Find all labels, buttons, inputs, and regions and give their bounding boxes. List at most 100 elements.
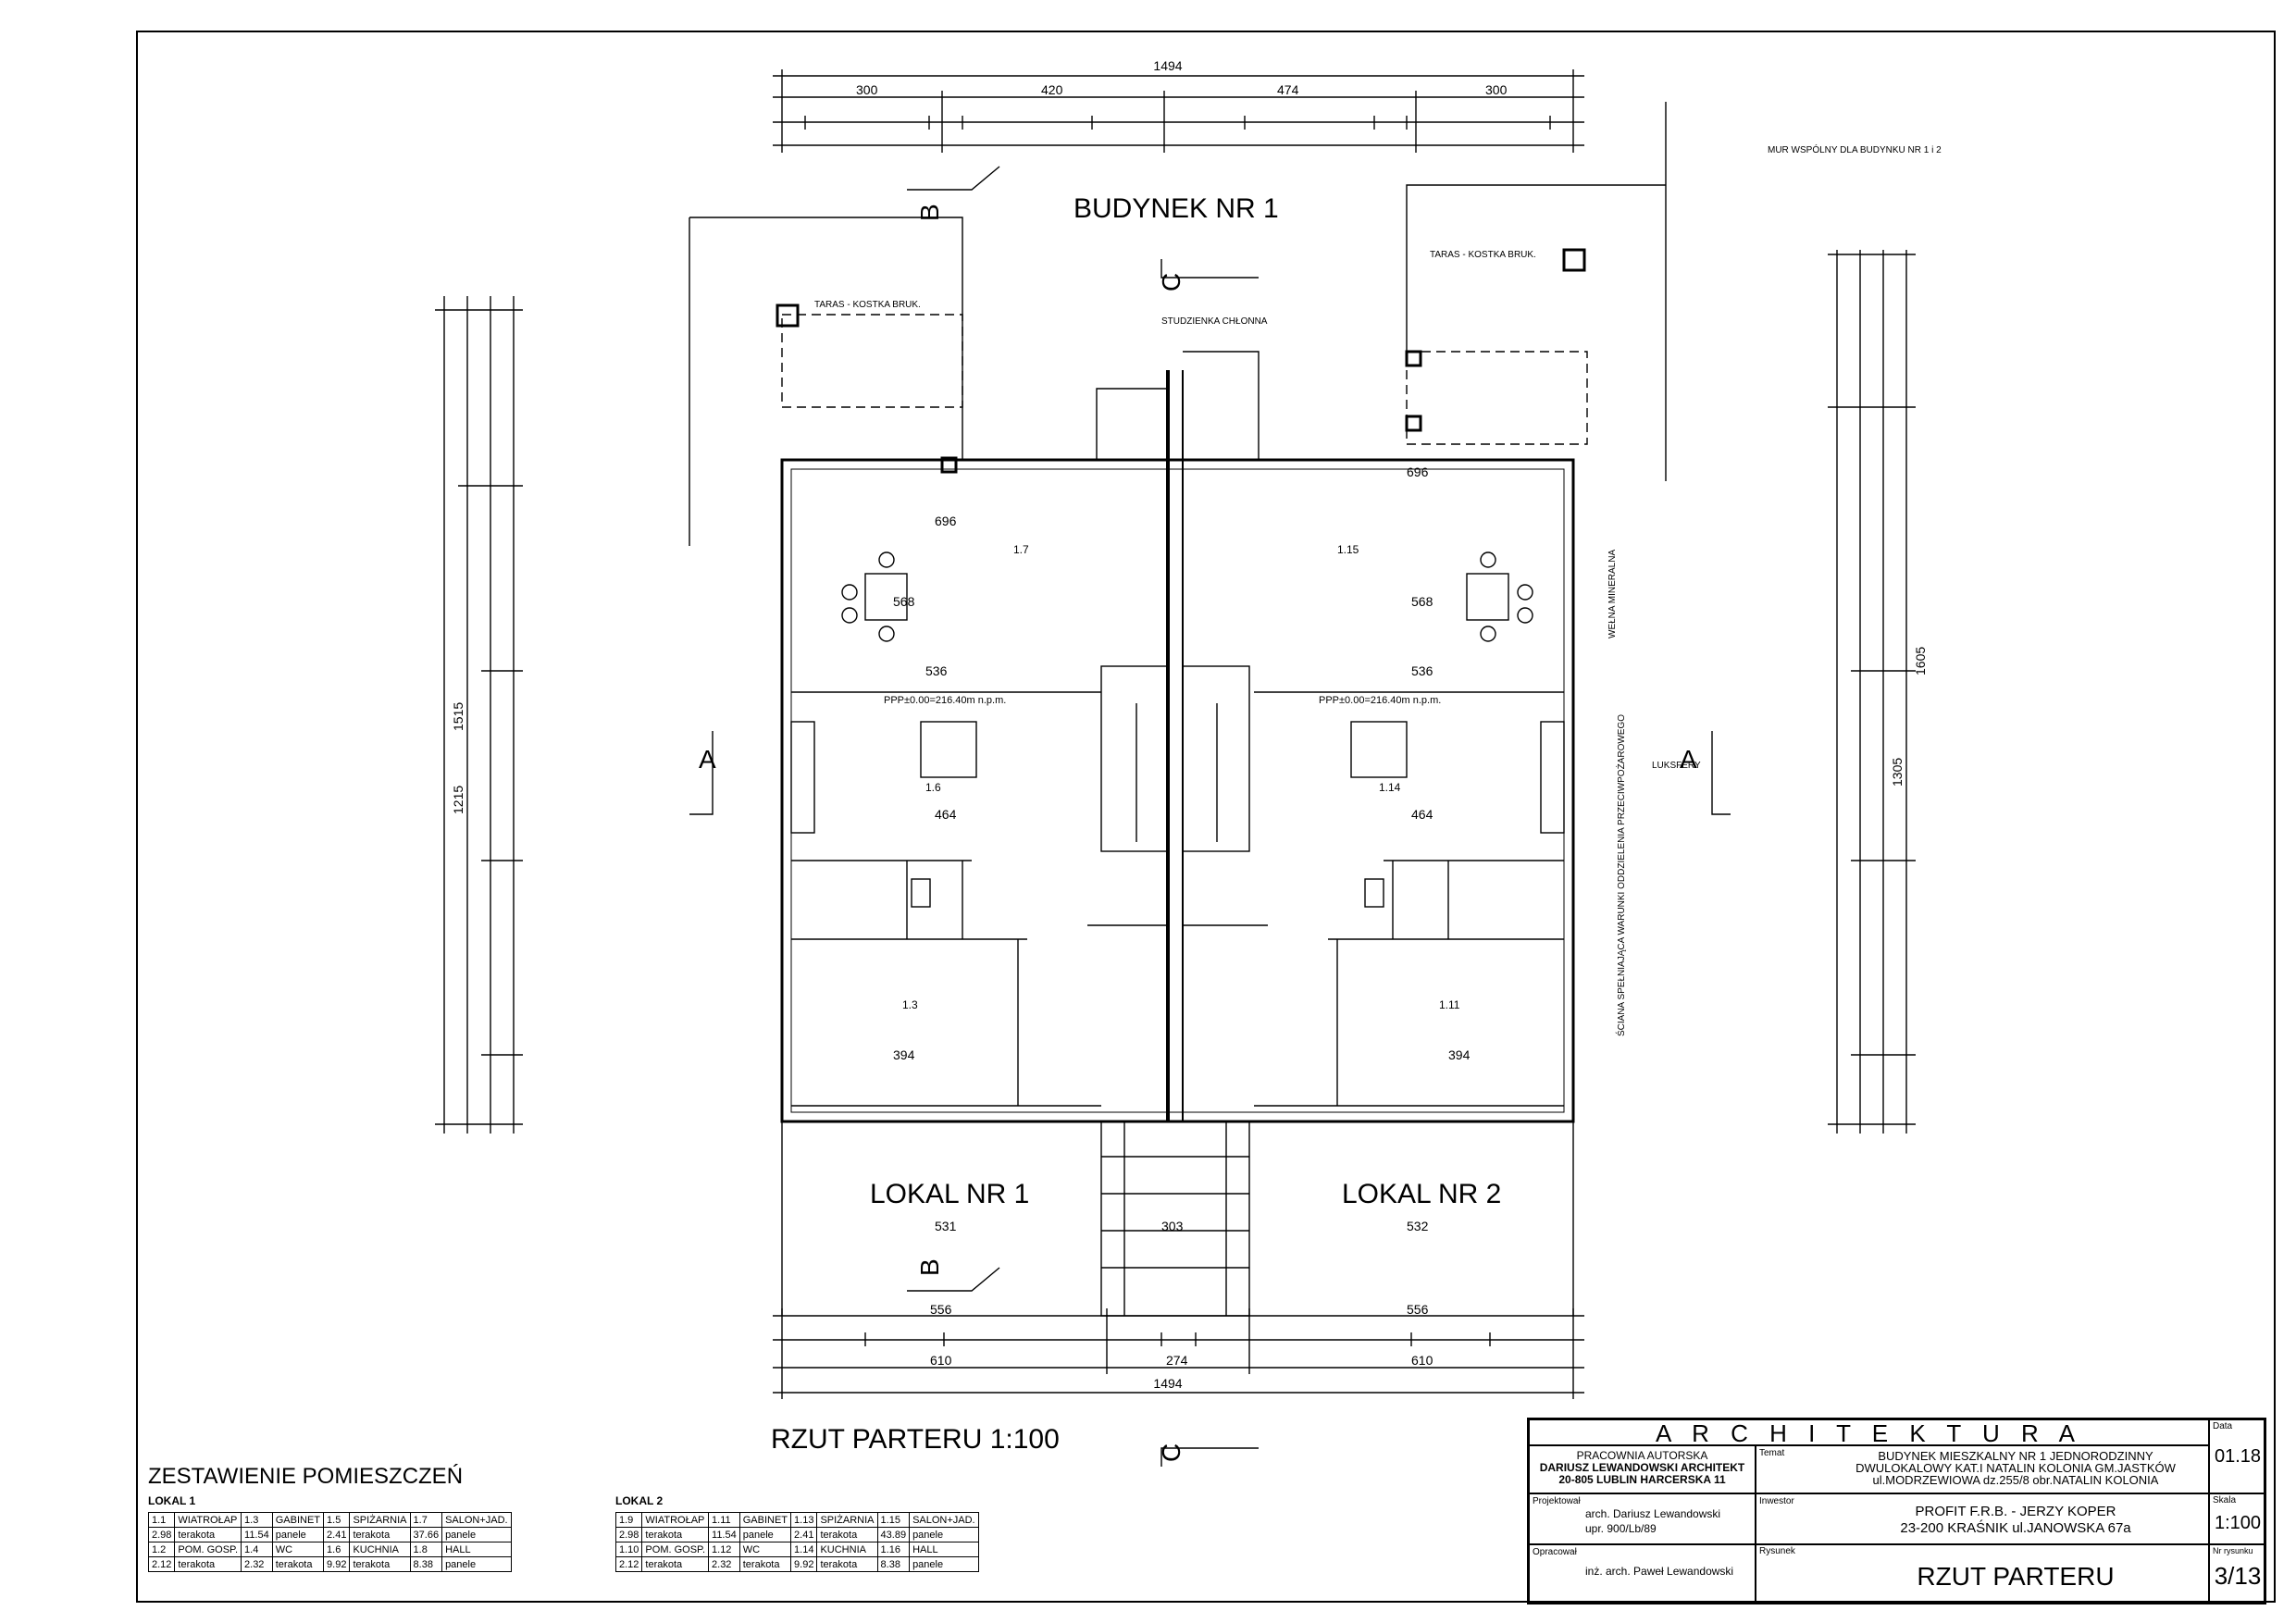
cell-finish: terakota: [641, 1556, 710, 1572]
cell-name: GABINET: [271, 1512, 325, 1528]
drawing-labels: BUDYNEK NR 1 LOKAL NR 1 LOKAL NR 2 RZUT …: [451, 58, 1942, 1462]
data-label: Data: [2213, 1421, 2233, 1431]
rysunek-label: Rysunek: [1759, 1546, 1795, 1556]
temat-line2: DWULOKALOWY KAT.I NATALIN KOLONIA GM.JAS…: [1855, 1461, 2176, 1475]
cell-no: 1.6: [323, 1542, 351, 1557]
cell-name: GABINET: [738, 1512, 792, 1528]
cell-name: WIATROŁAP: [174, 1512, 242, 1528]
dim-696-left: 696: [935, 514, 957, 528]
terrace-label-right: TARAS - KOSTKA BRUK.: [1430, 250, 1536, 260]
cell-no: 1.9: [614, 1512, 643, 1528]
rooms-table-lokal1: 1.1 WIATROŁAP 1.3 GABINET 1.5 SPIŻARNIA …: [147, 1512, 512, 1572]
office-cell: PRACOWNIA AUTORSKA DARIUSZ LEWANDOWSKI A…: [1529, 1445, 1756, 1493]
ppp-label-left: PPP±0.00=216.40m n.p.m.: [884, 695, 1006, 706]
cell-no: 1.10: [614, 1542, 643, 1557]
office-line1: PRACOWNIA AUTORSKA: [1576, 1449, 1708, 1462]
temat-label: Temat: [1759, 1448, 1785, 1458]
opracowal-label: Opracował: [1533, 1547, 1577, 1557]
cell-area: 2.41: [323, 1527, 351, 1542]
sheet-border: [136, 31, 2276, 1603]
inwestor-line2: 23-200 KRAŚNIK ul.JANOWSKA 67a: [1900, 1520, 2131, 1536]
bottom-dim-556-a: 556: [930, 1302, 952, 1317]
dim-531: 531: [935, 1219, 957, 1233]
dim-568-right: 568: [1411, 594, 1433, 609]
dim-536-left: 536: [925, 663, 948, 678]
cell-area: 8.38: [876, 1556, 911, 1572]
cell-area: 2.32: [241, 1556, 273, 1572]
cell-finish: panele: [909, 1527, 979, 1542]
lokal1-label: LOKAL 1: [148, 1494, 196, 1507]
cell-no: 1.3: [241, 1512, 273, 1528]
dim-394-right: 394: [1448, 1047, 1471, 1062]
cell-finish: panele: [909, 1556, 979, 1572]
section-mark-a-right: A: [1680, 745, 1697, 774]
cell-finish: terakota: [349, 1556, 411, 1572]
lokal1-label: LOKAL NR 1: [870, 1179, 1029, 1209]
cell-name: HALL: [441, 1542, 512, 1557]
cell-no: 1.12: [708, 1542, 740, 1557]
section-mark-c-top: C: [1157, 273, 1185, 291]
cell-no: 1.2: [147, 1542, 176, 1557]
inwestor-cell: Inwestor PROFIT F.R.B. - JERZY KOPER 23-…: [1756, 1493, 2209, 1544]
skala-value: 1:100: [2214, 1513, 2262, 1533]
room-tag-17: 1.7: [1013, 543, 1029, 556]
cell-no: 1.7: [409, 1512, 443, 1528]
temat-cell: Temat BUDYNEK MIESZKALNY NR 1 JEDNORODZI…: [1756, 1445, 2209, 1493]
dim-464-right: 464: [1411, 807, 1433, 822]
cell-no: 1.13: [790, 1512, 818, 1528]
left-dim-1515: 1515: [451, 702, 465, 731]
cell-name: WC: [271, 1542, 325, 1557]
cell-finish: panele: [441, 1527, 512, 1542]
cell-name: SPIŻARNIA: [816, 1512, 878, 1528]
room-tag-115: 1.15: [1337, 543, 1359, 556]
cell-area: 2.12: [614, 1556, 643, 1572]
room-tag-13: 1.3: [902, 998, 918, 1011]
skala-cell: Skala 1:100: [2209, 1493, 2265, 1544]
terrace-label-left: TARAS - KOSTKA BRUK.: [814, 300, 921, 310]
rooms-table-lokal2: 1.9 WIATROŁAP 1.11 GABINET 1.13 SPIŻARNI…: [614, 1512, 979, 1572]
section-mark-b-bottom: B: [915, 1258, 944, 1276]
cell-finish: terakota: [174, 1527, 242, 1542]
cell-no: 1.16: [876, 1542, 911, 1557]
data-cell: Data 01.18: [2209, 1419, 2265, 1493]
title-block-header: A R C H I T E K T U R A: [1529, 1419, 2209, 1445]
cell-no: 1.5: [323, 1512, 351, 1528]
cell-no: 1.14: [790, 1542, 818, 1557]
top-dim-474: 474: [1277, 82, 1299, 97]
total-dim-top: 1494: [1153, 58, 1182, 73]
cell-name: SALON+JAD.: [441, 1512, 512, 1528]
cell-name: WIATROŁAP: [641, 1512, 710, 1528]
temat-line1: BUDYNEK MIESZKALNY NR 1 JEDNORODZINNY: [1878, 1449, 2153, 1463]
opracowal-cell: Opracował inż. arch. Paweł Lewandowski: [1529, 1544, 1756, 1603]
cell-finish: terakota: [738, 1556, 792, 1572]
dim-536-right: 536: [1411, 663, 1433, 678]
section-mark-c-bottom: C: [1157, 1443, 1185, 1462]
cell-area: 43.89: [876, 1527, 911, 1542]
cell-no: 1.8: [409, 1542, 443, 1557]
cell-finish: panele: [441, 1556, 512, 1572]
room-tag-114: 1.14: [1379, 781, 1401, 794]
bottom-dim-556-b: 556: [1407, 1302, 1429, 1317]
cell-finish: terakota: [816, 1556, 878, 1572]
luksfery-note: LUKSFERY: [1652, 761, 1701, 771]
ppp-label-right: PPP±0.00=216.40m n.p.m.: [1319, 695, 1441, 706]
mur-wspolny-note: MUR WSPÓLNY DLA BUDYNKU NR 1 i 2: [1768, 143, 1942, 155]
nr-value: 3/13: [2214, 1562, 2262, 1590]
cell-area: 11.54: [708, 1527, 740, 1542]
projektowal-line2: upr. 900/Lb/89: [1585, 1522, 1657, 1535]
plan-title: RZUT PARTERU 1:100: [771, 1424, 1060, 1455]
bottom-dim-610-a: 610: [930, 1353, 952, 1368]
skala-label: Skala: [2213, 1495, 2237, 1505]
opracowal-line1: inż. arch. Paweł Lewandowski: [1585, 1565, 1734, 1578]
plan-geometry: [435, 69, 1916, 1467]
building-label: BUDYNEK NR 1: [1074, 193, 1279, 224]
title-block: A R C H I T E K T U R A PRACOWNIA AUTORS…: [1527, 1418, 2266, 1604]
section-mark-a-left: A: [699, 745, 716, 774]
dim-568-left: 568: [893, 594, 915, 609]
rooms-schedule-heading: ZESTAWIENIE POMIESZCZEŃ: [148, 1464, 464, 1489]
cell-area: 2.41: [790, 1527, 818, 1542]
cell-area: 2.12: [147, 1556, 176, 1572]
room-tag-16: 1.6: [925, 781, 941, 794]
data-value: 01.18: [2214, 1446, 2262, 1467]
